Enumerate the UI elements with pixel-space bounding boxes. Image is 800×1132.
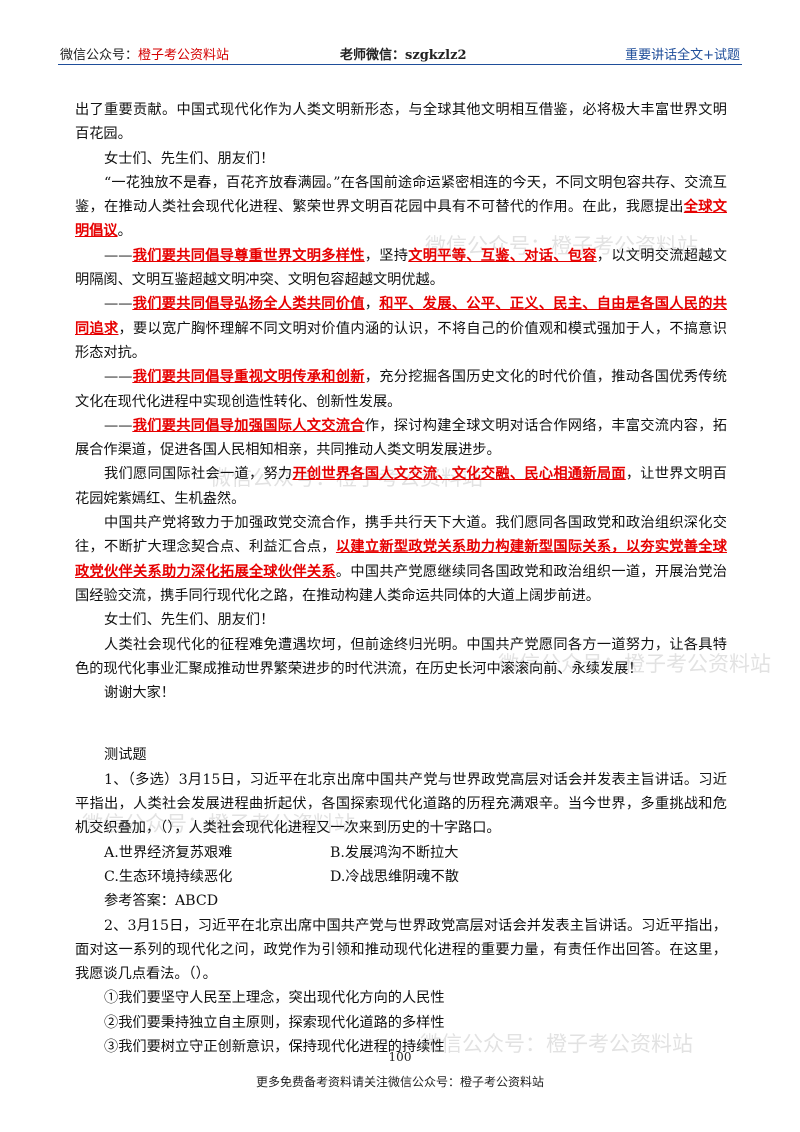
paragraph: ——我们要共同倡导加强国际人文交流合作，探讨构建全球文明对话合作网络，丰富交流内… — [75, 414, 727, 463]
paragraph: ——我们要共同倡导弘扬全人类共同价值，和平、发展、公平、正义、民主、自由是各国人… — [75, 292, 727, 365]
highlight-text: 我们要共同倡导重视文明传承和创新 — [132, 369, 365, 386]
text: —— — [104, 247, 133, 264]
header-right-title: 重要讲话全文+试题 — [625, 48, 740, 63]
text: ，以文明交流超越文明隔阂、文明互鉴超越文明冲突、文明包容超越文明优越。 — [75, 247, 727, 289]
question-2-item: ③我们要树立守正创新意识，保持现代化进程的持续性 — [104, 1038, 445, 1055]
highlight-text: 全球文明倡议 — [75, 199, 727, 240]
page-footer: 更多免费备考资料请关注微信公众号：橙子考公资料站 — [255, 1075, 544, 1089]
highlight-text: 开创世界各国人文交流、文化交融、民心相通新局面 — [292, 466, 626, 483]
highlight-text: 和平、发展、公平、正义、民主、自由是各国人民的共同追求 — [75, 296, 727, 337]
paragraph: 我们愿同国际社会一道，努力开创世界各国人文交流、文化交融、民心相通新局面，让世界… — [75, 462, 727, 511]
option-c: C.生态环境持续恶化 — [104, 868, 233, 885]
text: ， — [364, 296, 380, 313]
text: —— — [104, 417, 133, 434]
question-1: 1、（多选）3月15日，习近平在北京出席中国共产党与世界政党高层对话会并发表主旨… — [75, 771, 727, 837]
paragraph: 中国共产党将致力于加强政党交流合作，携手共行天下大道。我们愿同各国政党和政治组织… — [75, 511, 727, 608]
page-number: 100 — [388, 1050, 412, 1064]
paragraph: ——我们要共同倡导尊重世界文明多样性，坚持文明平等、互鉴、对话、包容，以文明交流… — [75, 244, 727, 293]
header-left-label: 微信公众号： — [60, 48, 139, 63]
option-a: A.世界经济复苏艰难 — [104, 844, 233, 861]
document-body: 出了重要贡献。中国式现代化作为人类文明新形态，与全球其他文明相互借鉴，必将极大丰… — [75, 98, 727, 1059]
option-d: D.冷战思维阴魂不散 — [330, 868, 459, 885]
page-header: 微信公众号：橙子考公资料站 老师微信：szgkzlz2 重要讲话全文+试题 — [58, 38, 742, 65]
highlight-text: 我们要共同倡导加强国际人文交流合 — [132, 417, 365, 434]
highlight-text: 以建立新型政党关系助力构建新型国际关系，以夯实党善全球政党伙伴关系助力深化拓展全… — [75, 539, 727, 580]
text: ，要以宽广胸怀理解不同文明对价值内涵的认识，不将自己的价值观和模式强加于人，不搞… — [75, 320, 727, 361]
header-teacher-wechat: 老师微信：szgkzlz2 — [340, 48, 467, 63]
spacer — [75, 705, 727, 743]
paragraph: ——我们要共同倡导重视文明传承和创新，充分挖掘各国历史文化的时代价值，推动各国优… — [75, 365, 727, 414]
highlight-text: 文明平等、互鉴、对话、包容 — [408, 247, 597, 264]
highlight-text: 我们要共同倡导尊重世界文明多样性 — [132, 247, 365, 264]
paragraph: 女士们、先生们、朋友们！ — [104, 612, 275, 629]
text: “一花独放不是春，百花齐放春满园。”在各国前途命运紧密相连的今天，不同文明包容共… — [75, 174, 727, 216]
question-2-item: ①我们要坚守人民至上理念，突出现代化方向的人民性 — [104, 990, 445, 1007]
text: ，让世界文明百花园姹紫嫣红、生机盎然。 — [75, 466, 727, 507]
quiz-title: 测试题 — [104, 747, 147, 764]
text: —— — [104, 369, 133, 386]
text: 。中国共产党愿继续同各国政党和政治组织一道，开展治党治国经验交流，携手同行现代化… — [75, 563, 727, 604]
header-left: 微信公众号：橙子考公资料站 — [60, 44, 229, 63]
question-1-options-row: A.世界经济复苏艰难 B.发展鸿沟不断拉大 — [75, 841, 727, 865]
paragraph: “一花独放不是春，百花齐放春满园。”在各国前途命运紧密相连的今天，不同文明包容共… — [75, 171, 727, 244]
text: —— — [104, 296, 133, 313]
question-2-item: ②我们要秉持独立自主原则，探索现代化道路的多样性 — [104, 1014, 445, 1031]
question-2: 2、3月15日，习近平在北京出席中国共产党与世界政党高层对话会并发表主旨讲话。习… — [75, 917, 727, 983]
text: ，坚持 — [364, 247, 409, 264]
text: 。 — [117, 223, 132, 240]
text: 中国共产党将致力于加强政党交流合作，携手共行天下大道。我们愿同各国政党和政治组织… — [75, 515, 727, 556]
text: 作，探讨构建全球文明对话合作网络，丰富交流内容，拓展合作渠道，促进各国人民相知相… — [75, 417, 727, 459]
paragraph: 女士们、先生们、朋友们！ — [104, 150, 275, 167]
header-account-name: 橙子考公资料站 — [138, 48, 230, 63]
paragraph: 谢谢大家！ — [104, 685, 175, 702]
text: ，充分挖掘各国历史文化的时代价值，推动各国优秀传统文化在现代化进程中实现创造性转… — [75, 369, 727, 410]
option-b: B.发展鸿沟不断拉大 — [330, 844, 459, 861]
question-1-answer: 参考答案：ABCD — [104, 893, 219, 910]
paragraph: 出了重要贡献。中国式现代化作为人类文明新形态，与全球其他文明相互借鉴，必将极大丰… — [75, 102, 727, 143]
paragraph: 人类社会现代化的征程难免遭遇坎坷，但前途终归光明。中国共产党愿同各方一道努力，让… — [75, 636, 727, 677]
text: 我们愿同国际社会一道，努力 — [104, 466, 293, 483]
question-1-options-row: C.生态环境持续恶化 D.冷战思维阴魂不散 — [75, 865, 727, 889]
highlight-text: 我们要共同倡导弘扬全人类共同价值 — [132, 296, 365, 313]
